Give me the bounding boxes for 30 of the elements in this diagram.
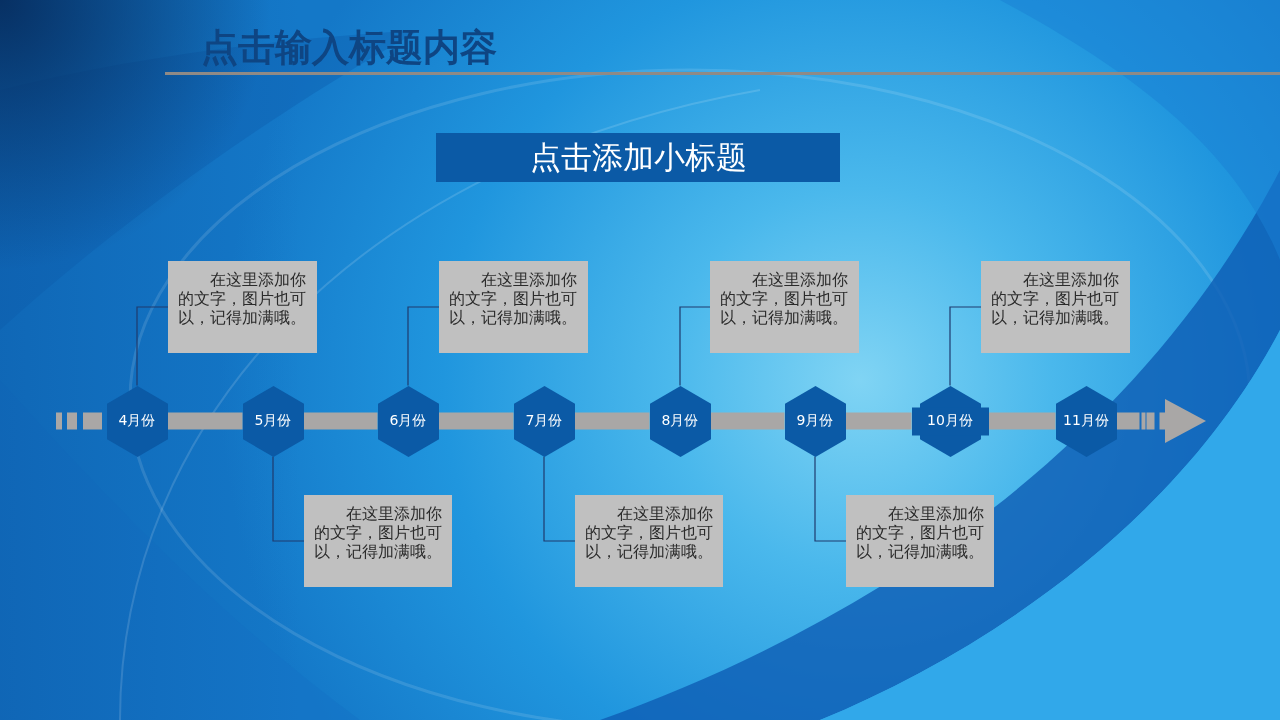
- leader-line: [543, 455, 576, 542]
- leader-line: [679, 306, 711, 387]
- subtitle-banner: 点击添加小标题: [436, 133, 840, 182]
- leader-line: [814, 455, 847, 542]
- text-box: 在这里添加你的文字，图片也可以，记得加满哦。: [846, 495, 994, 587]
- timeline-bar: [303, 412, 378, 430]
- timeline-bar: [845, 412, 912, 430]
- leader-line: [949, 306, 982, 387]
- leader-line: [407, 306, 440, 387]
- month-hexagon: 11月份: [1055, 385, 1117, 457]
- leader-line: [136, 306, 169, 387]
- timeline-bar: [710, 412, 785, 430]
- text-box: 在这里添加你的文字，图片也可以，记得加满哦。: [710, 261, 859, 353]
- timeline-bar: [574, 412, 650, 430]
- month-hexagon: 8月份: [649, 385, 711, 457]
- month-hexagon: 4月份: [106, 385, 168, 457]
- leader-line: [272, 455, 305, 542]
- text-box: 在这里添加你的文字，图片也可以，记得加满哦。: [304, 495, 452, 587]
- timeline-arrow: [1116, 399, 1206, 443]
- timeline-bar: [438, 412, 514, 430]
- timeline-bar: [167, 412, 243, 430]
- month-hexagon: 7月份: [513, 385, 575, 457]
- text-box: 在这里添加你的文字，图片也可以，记得加满哦。: [575, 495, 723, 587]
- month-hexagon: 9月份: [784, 385, 846, 457]
- text-box: 在这里添加你的文字，图片也可以，记得加满哦。: [439, 261, 588, 353]
- timeline-bar: [988, 412, 1056, 430]
- month-hexagon: 5月份: [242, 385, 304, 457]
- month-hexagon: 6月份: [377, 385, 439, 457]
- text-box: 在这里添加你的文字，图片也可以，记得加满哦。: [981, 261, 1130, 353]
- text-box: 在这里添加你的文字，图片也可以，记得加满哦。: [168, 261, 317, 353]
